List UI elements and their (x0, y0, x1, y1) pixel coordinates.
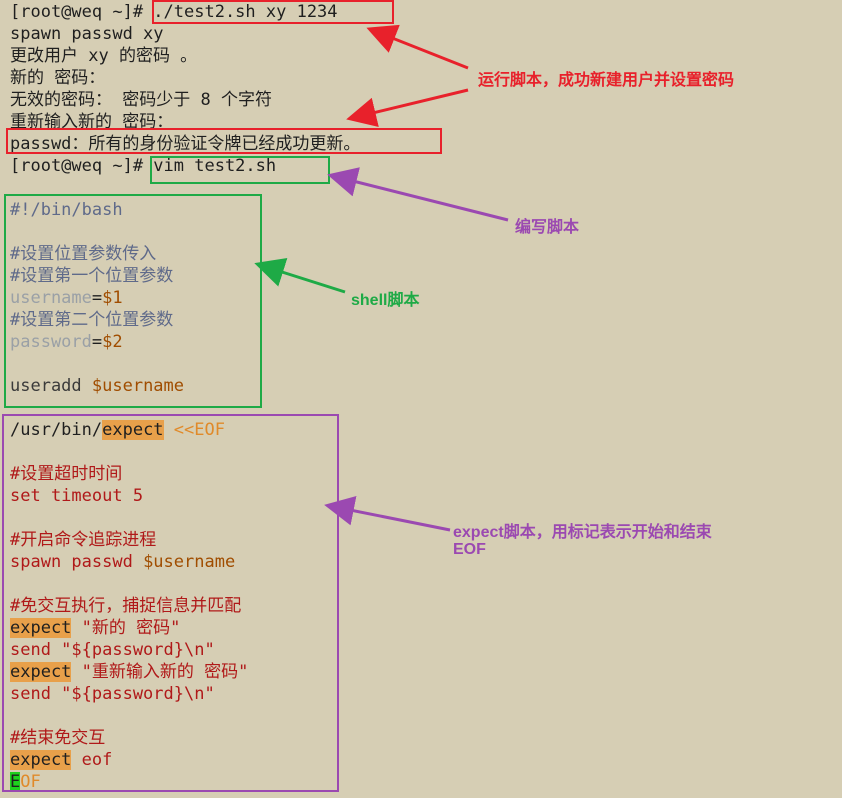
terminal-line-cmd2: [root@weq ~]# vim test2.sh (10, 155, 276, 177)
text-cursor: E (10, 772, 21, 792)
spawn-cmd: spawn passwd (10, 552, 144, 572)
code-comment: #设置第二个位置参数 (10, 310, 174, 330)
heredoc-start: <<EOF (163, 420, 225, 440)
spawn-var: $username (143, 552, 236, 572)
code-comment: #结束免交互 (10, 728, 106, 748)
code-assignment: username=$1 (10, 287, 123, 309)
terminal-output-success: passwd：所有的身份验证令牌已经成功更新。 (10, 134, 361, 154)
command-run: ./test2.sh xy 1234 (143, 2, 338, 22)
var-value: $1 (102, 288, 123, 308)
equals: = (91, 288, 103, 308)
code-comment: #开启命令追踪进程 (10, 530, 157, 550)
var-name: username (10, 288, 92, 308)
code-send: send "${password}\n" (10, 684, 215, 704)
code-expect: expect "重新输入新的 密码" (10, 661, 248, 683)
expect-path: /usr/bin/ (10, 420, 103, 440)
code-expect-eof: expect eof (10, 749, 112, 771)
terminal-output: 无效的密码： 密码少于 8 个字符 (10, 90, 272, 110)
annotation-run: 运行脚本，成功新建用户并设置密码 (478, 72, 735, 89)
expect-keyword: expect (10, 618, 72, 638)
highlight-shell-script (4, 194, 262, 408)
code-assignment: password=$2 (10, 331, 123, 353)
terminal-output: spawn passwd xy (10, 24, 164, 44)
highlight-vim-command (150, 156, 330, 184)
command-vim: vim test2.sh (143, 156, 277, 176)
code-comment: #免交互执行，捕捉信息并匹配 (10, 596, 242, 616)
shebang-line: #!/bin/bash (10, 200, 123, 220)
expect-keyword: expect (10, 750, 72, 770)
annotation-expect-eof: EOF (453, 541, 486, 558)
var-value: $2 (102, 332, 123, 352)
highlight-success-output (6, 128, 442, 154)
code-useradd: useradd $username (10, 375, 184, 397)
annotation-shell: shell脚本 (351, 292, 420, 309)
highlight-expect-script (2, 414, 339, 792)
code-comment: #设置第一个位置参数 (10, 266, 174, 286)
code-expect: expect "新的 密码" (10, 617, 180, 639)
expect-keyword: expect (10, 662, 72, 682)
code-set-timeout: set timeout 5 (10, 486, 144, 506)
equals: = (91, 332, 103, 352)
expect-string: "重新输入新的 密码" (71, 662, 249, 682)
prompt: [root@weq ~]# (10, 156, 144, 176)
terminal-line-cmd1: [root@weq ~]# ./test2.sh xy 1234 (10, 1, 338, 23)
annotation-write: 编写脚本 (515, 219, 580, 236)
eof-arg: eof (71, 750, 113, 770)
expect-string: "新的 密码" (71, 618, 181, 638)
useradd-var: $username (91, 376, 185, 396)
var-name: password (10, 332, 92, 352)
highlight-run-command (152, 0, 394, 24)
expect-heredoc-line: /usr/bin/expect <<EOF (10, 419, 225, 441)
heredoc-end: EOF (10, 771, 41, 793)
expect-keyword: expect (102, 420, 164, 440)
useradd-cmd: useradd (10, 376, 92, 396)
annotation-expect: expect脚本，用标记表示开始和结束 (453, 524, 712, 541)
terminal-output: 新的 密码： (10, 68, 106, 88)
terminal-output: 重新输入新的 密码： (10, 112, 174, 132)
prompt: [root@weq ~]# (10, 2, 144, 22)
heredoc-end-text: OF (20, 772, 41, 792)
code-spawn: spawn passwd $username (10, 551, 235, 573)
code-comment: #设置位置参数传入 (10, 244, 157, 264)
code-send: send "${password}\n" (10, 640, 215, 660)
code-comment: #设置超时时间 (10, 464, 123, 484)
terminal-output: 更改用户 xy 的密码 。 (10, 46, 198, 66)
